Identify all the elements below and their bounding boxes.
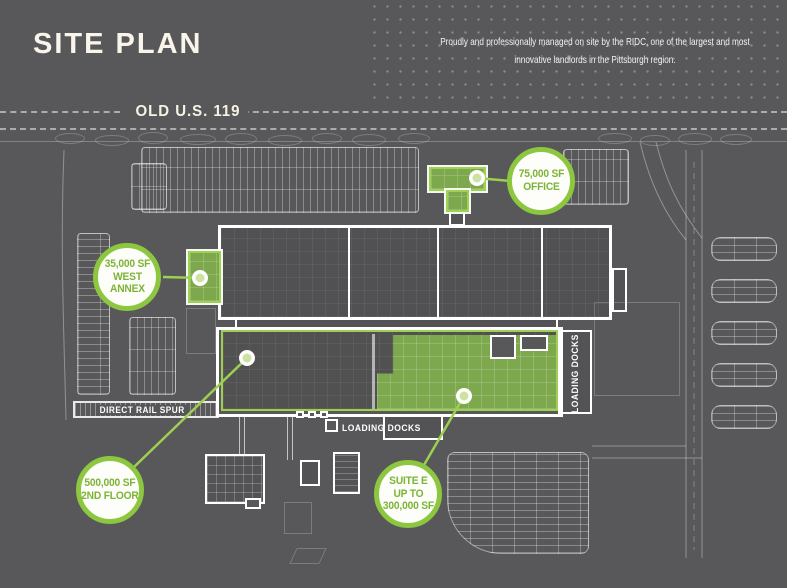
parking-row-east — [711, 279, 777, 303]
building-wall — [372, 334, 375, 410]
west-annex-building — [188, 251, 221, 303]
callout-suite-e: SUITE E UP TO 300,000 SF — [374, 460, 442, 528]
road-dash-left — [0, 111, 120, 113]
service-corridor-line — [244, 414, 245, 454]
tree-icon — [95, 135, 129, 146]
tree-icon — [678, 133, 712, 145]
callout-west-annex-line: ANNEX — [109, 283, 145, 296]
parking-row-east — [711, 237, 777, 261]
service-corridor-line — [287, 414, 288, 460]
callout-suite-e-line: UP TO — [393, 487, 423, 500]
callout-suite-e-line: SUITE E — [388, 474, 428, 487]
callout-second-floor-line: 2ND FLOOR — [81, 490, 139, 502]
loading-docks-right-label-wrap: LOADING DOCKS — [569, 332, 581, 414]
tree-icon — [312, 133, 342, 144]
office-walkway — [449, 212, 465, 226]
building-east-extension — [594, 302, 680, 396]
managed-note-line2: innovative landlords in the Pittsburgh r… — [514, 54, 676, 67]
west-annex-lower-rooms — [186, 308, 216, 354]
office-building-stem — [446, 190, 469, 212]
header-dot-pattern — [368, 0, 787, 100]
outbuilding-plant-office — [205, 454, 265, 504]
road-dash-right — [243, 111, 787, 113]
tree-icon — [138, 132, 168, 144]
building-wall — [348, 228, 350, 317]
callout-office-line: 75,000 SF — [518, 168, 564, 181]
rail-spur: DIRECT RAIL SPUR — [73, 401, 219, 418]
building-wall — [541, 228, 543, 317]
loading-dock-bump — [308, 411, 316, 418]
road-dash-lower — [0, 128, 787, 130]
rail-spur-label: DIRECT RAIL SPUR — [95, 404, 189, 415]
main-building-upper-hall — [218, 225, 612, 320]
managed-note-line1: Proudly and professionally managed on si… — [440, 36, 750, 48]
service-corridor-line — [239, 414, 240, 454]
parking-lot-left-top — [131, 163, 167, 210]
tree-icon — [268, 135, 302, 146]
building-wall — [437, 228, 439, 317]
loading-docks-bottom-label: LOADING DOCKS — [342, 423, 421, 433]
callout-office-line: OFFICE — [522, 181, 560, 193]
loading-dock-bump — [296, 411, 304, 418]
outbuilding-mid — [300, 460, 320, 486]
suite-e-room — [520, 335, 548, 351]
managed-note: Proudly and professionally managed on si… — [423, 33, 766, 70]
page-title: SITE PLAN — [33, 28, 203, 60]
callout-second-floor: 500,000 SF 2ND FLOOR — [76, 456, 144, 524]
tree-icon — [640, 135, 670, 146]
tree-icon — [720, 134, 752, 145]
callout-west-annex-line: WEST — [112, 270, 142, 283]
tree-icon — [55, 133, 85, 144]
suite-e-room — [490, 335, 516, 359]
outbuilding-small — [245, 498, 261, 509]
ground-marking — [289, 548, 327, 564]
outbuilding-east — [333, 452, 360, 494]
road-label: OLD U.S. 119 — [128, 103, 248, 121]
tree-icon — [180, 134, 216, 145]
callout-west-annex-line: 35,000 SF — [104, 257, 150, 270]
parking-row-east — [711, 363, 777, 387]
parking-row-east — [711, 321, 777, 345]
retention-basin — [284, 502, 312, 534]
parking-lot-bottom — [447, 452, 589, 554]
callout-second-floor-line: 500,000 SF — [84, 477, 136, 490]
tree-icon — [352, 134, 386, 146]
building-east-bay — [612, 268, 627, 312]
loading-dock-bump — [320, 411, 328, 418]
loading-docks-right-label: LOADING DOCKS — [570, 334, 580, 414]
loading-dock-icon — [325, 419, 338, 432]
tree-icon — [598, 133, 632, 144]
tree-icon — [225, 133, 257, 145]
tree-icon — [398, 133, 430, 144]
road-edge — [0, 141, 787, 142]
callout-office: 75,000 SF OFFICE — [507, 147, 575, 215]
loading-docks-right-structure — [558, 330, 592, 414]
callout-suite-e-line: 300,000 SF — [382, 500, 434, 513]
parking-lot-left-mid — [129, 317, 176, 395]
office-building-bar — [429, 167, 486, 191]
callout-west-annex: 35,000 SF WEST ANNEX — [93, 243, 161, 311]
parking-row-east — [711, 405, 777, 429]
parking-lot-top-main — [141, 147, 419, 213]
service-corridor-line — [292, 414, 293, 460]
